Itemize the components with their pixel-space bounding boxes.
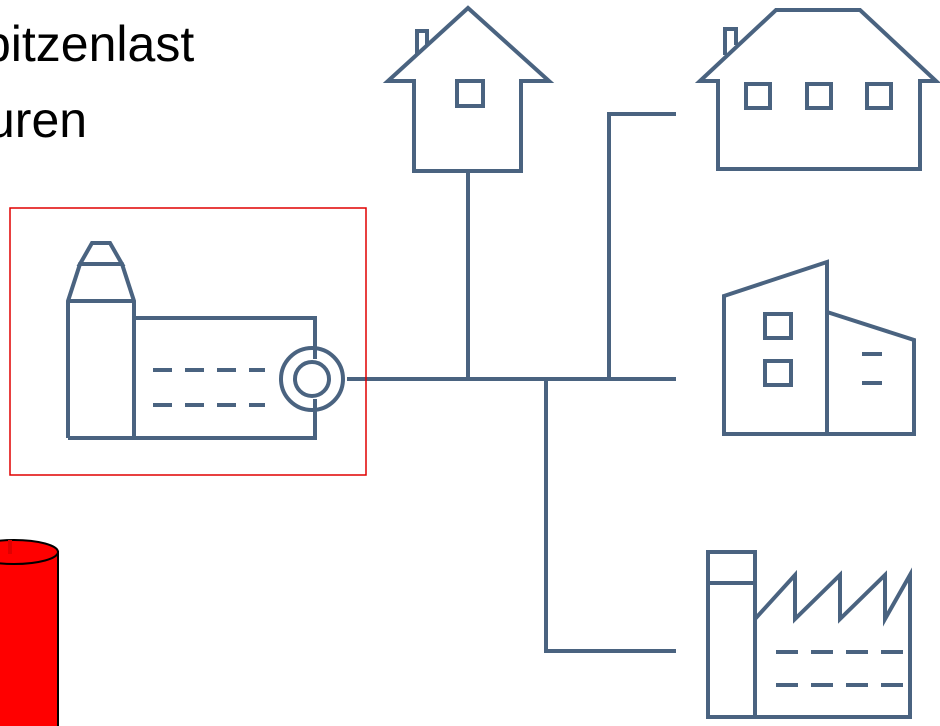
house-icon <box>382 5 555 173</box>
multi-family-house-icon <box>694 8 940 171</box>
storage-cylinder-icon <box>0 539 59 726</box>
highlight-box <box>9 207 367 476</box>
title-line-2: uren <box>0 92 88 148</box>
title-line-1: pitzenlast <box>0 16 195 72</box>
network-lines <box>347 112 676 653</box>
power-plant-icon <box>66 241 345 440</box>
office-building-icon <box>722 259 916 436</box>
factory-icon <box>706 550 912 719</box>
